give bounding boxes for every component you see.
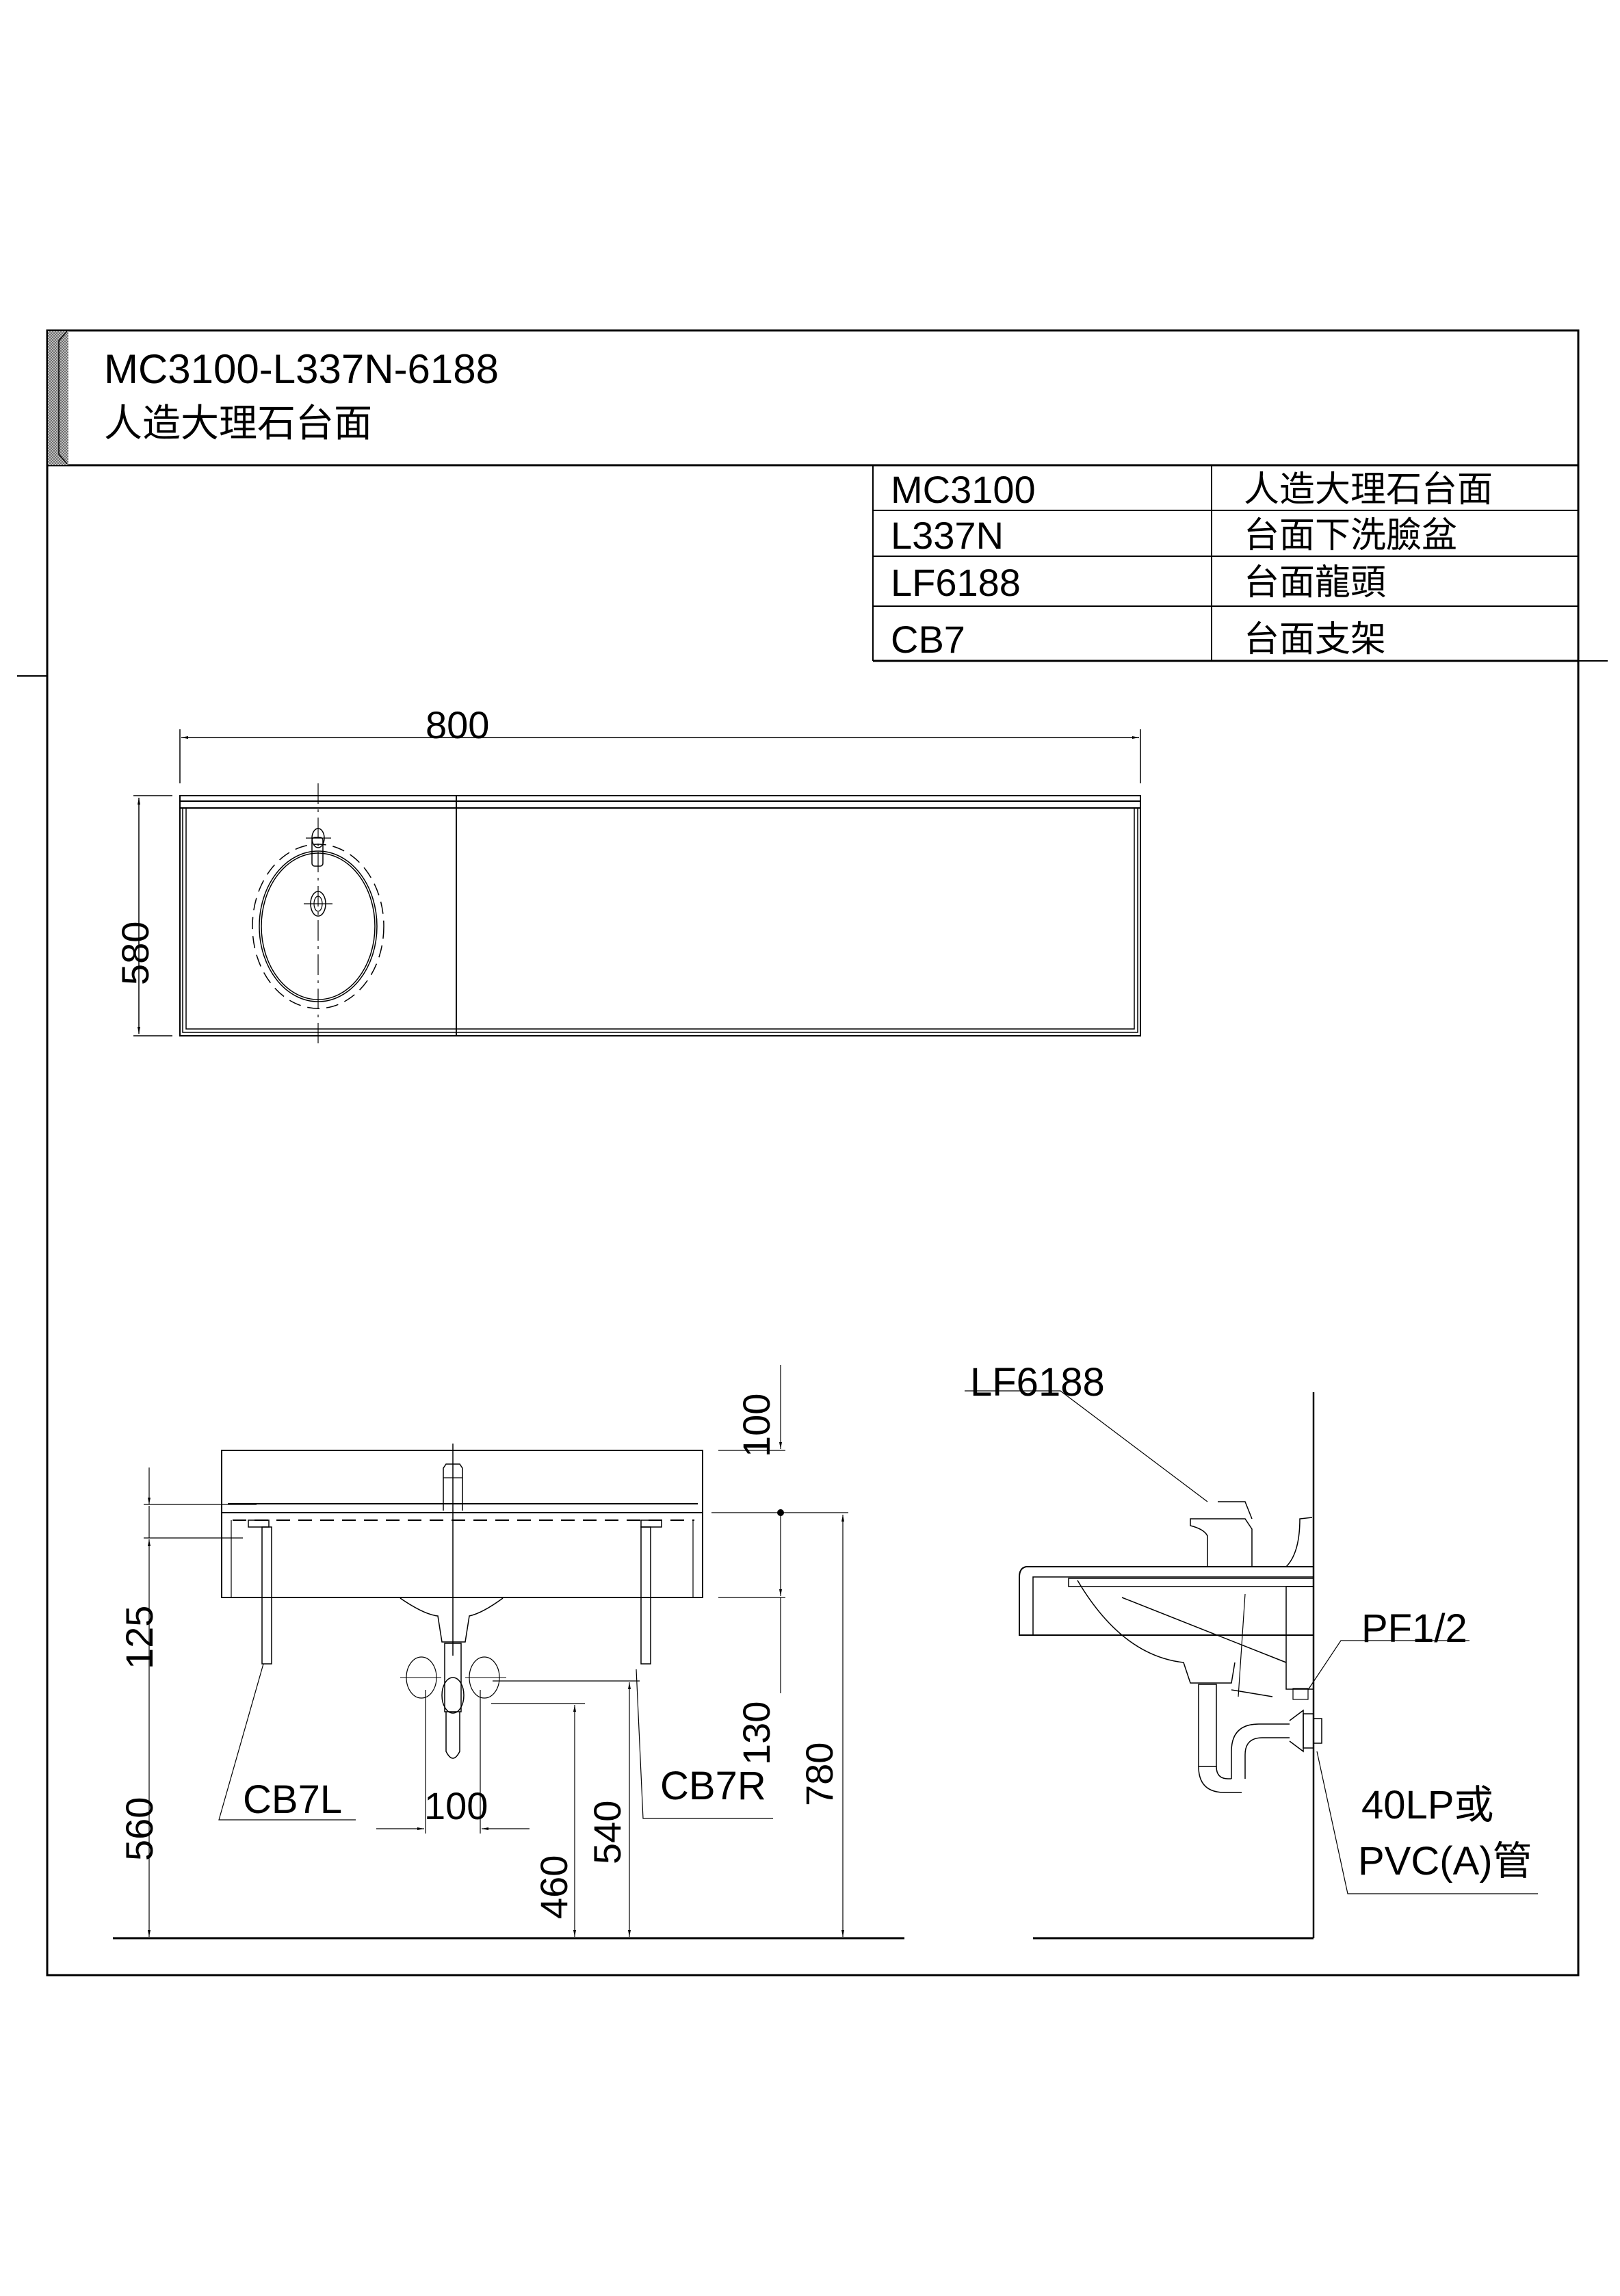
drain-pipe-label-line2: PVC(A)管: [1358, 1839, 1532, 1883]
front-view-dim-supply-spacing: 100: [424, 1784, 488, 1827]
top-view-depth-dimension: 580: [114, 921, 157, 985]
bracket-right-label: CB7R: [660, 1764, 766, 1808]
faucet-callout-label: LF6188: [970, 1360, 1105, 1405]
front-view-elevation: [113, 1365, 904, 1940]
top-view-outline: [180, 796, 1140, 1036]
part-name: 台面支架: [1244, 619, 1387, 660]
title-bar-hatch: [48, 330, 68, 465]
front-view-dim-drain-height: 460: [532, 1855, 575, 1919]
drawing-border: [17, 329, 1608, 1977]
drain-pipe-label-line1: 40LP或: [1361, 1783, 1494, 1827]
part-code: MC3100: [891, 468, 1036, 511]
side-view-elevation: [965, 1390, 1538, 1940]
part-code: LF6188: [891, 561, 1021, 604]
front-view-dim-supply-height: 540: [586, 1800, 629, 1864]
parts-table-grid: [872, 465, 1578, 662]
front-view-dim-bracket-lower: 560: [118, 1797, 161, 1861]
supply-fitting-label: PF1/2: [1361, 1606, 1467, 1651]
top-view-width-dimension: 800: [426, 703, 490, 746]
front-view-dim-total-height: 780: [798, 1742, 841, 1806]
drawing-title-model: MC3100-L337N-6188: [104, 346, 499, 392]
top-view-plan: [133, 729, 1141, 1047]
part-name: 台面下洗臉盆: [1244, 515, 1458, 556]
part-code: CB7: [891, 618, 965, 661]
part-code: L337N: [891, 514, 1004, 557]
part-name: 人造大理石台面: [1244, 469, 1493, 510]
front-view-dim-counter-thickness: 130: [735, 1701, 778, 1765]
front-view-dim-bracket-upper: 125: [118, 1605, 161, 1669]
front-view-dim-faucet-height: 100: [735, 1393, 778, 1457]
part-name: 台面龍頭: [1244, 562, 1387, 603]
drawing-title-description: 人造大理石台面: [104, 402, 372, 446]
bracket-left-label: CB7L: [243, 1777, 343, 1822]
